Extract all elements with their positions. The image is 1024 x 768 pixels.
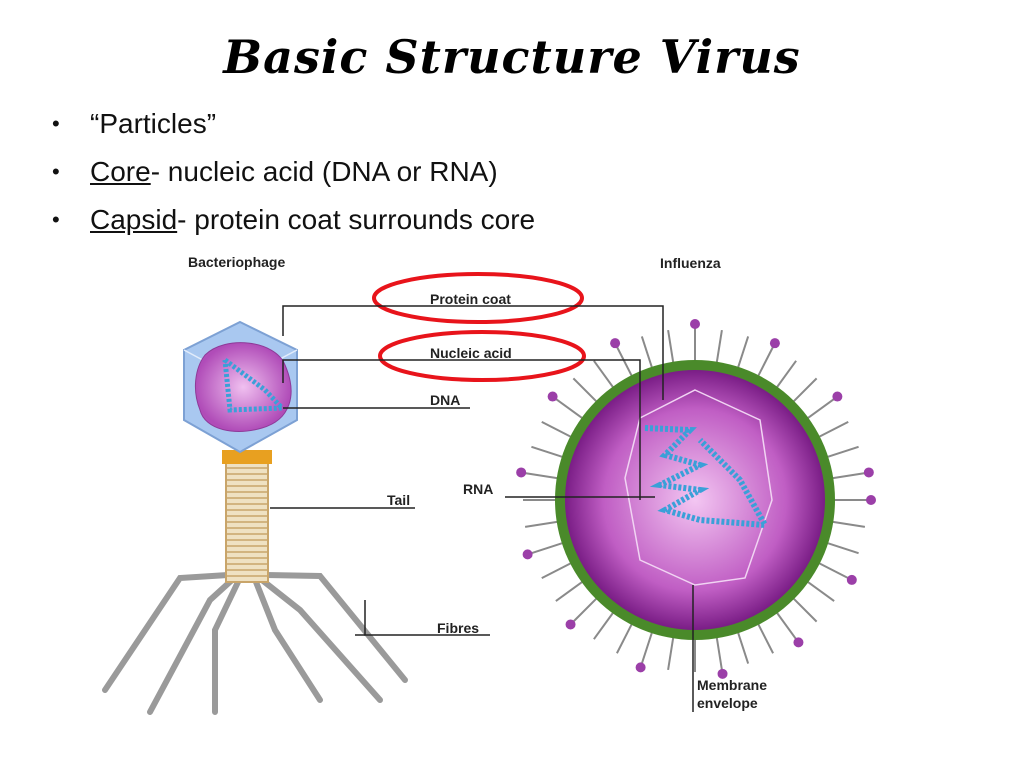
- label-envelope: envelope: [697, 695, 758, 711]
- capsid: [624, 389, 773, 586]
- spike: [831, 520, 866, 528]
- spike: [616, 346, 634, 378]
- spike-head: [769, 338, 780, 349]
- spike: [616, 622, 634, 654]
- label-bacteriophage: Bacteriophage: [188, 254, 285, 270]
- spike: [736, 336, 750, 370]
- spike: [825, 445, 859, 459]
- spike: [640, 336, 654, 370]
- bullet-list: • “Particles” • Core- nucleic acid (DNA or…: [52, 105, 535, 249]
- bullet-term: Core: [90, 156, 151, 187]
- spike-head: [846, 574, 857, 585]
- spike-head: [863, 467, 874, 478]
- spike: [756, 346, 774, 378]
- spike: [593, 360, 615, 389]
- label-influenza: Influenza: [660, 255, 721, 271]
- spike-head: [690, 319, 700, 329]
- spike: [555, 580, 584, 602]
- spike: [736, 630, 750, 664]
- spike: [817, 561, 849, 579]
- spike: [524, 472, 559, 480]
- rna-core: [644, 425, 771, 529]
- spike: [555, 398, 584, 420]
- bullet-text: - protein coat surrounds core: [177, 204, 536, 235]
- spike: [817, 421, 849, 439]
- spike-head: [866, 495, 876, 505]
- spike: [831, 472, 866, 480]
- label-nucleic-acid: Nucleic acid: [430, 345, 512, 361]
- spike-head: [547, 391, 558, 402]
- highlight-protein-coat: [372, 272, 584, 324]
- spike: [791, 596, 818, 623]
- collar: [222, 450, 272, 464]
- slide-title: Basic Structure Virus: [223, 30, 801, 84]
- bullet-item: • “Particles”: [52, 105, 535, 153]
- bacteriophage: [102, 320, 408, 715]
- spike: [541, 561, 573, 579]
- leader-lines: [270, 305, 694, 712]
- spike-head: [610, 338, 621, 349]
- spike-head: [635, 662, 646, 673]
- bullet-icon: •: [52, 207, 60, 232]
- spike: [791, 377, 818, 404]
- label-membrane: Membrane: [697, 677, 767, 693]
- spike-head: [516, 467, 527, 478]
- spike: [806, 398, 835, 420]
- bullet-item: • Core- nucleic acid (DNA or RNA): [52, 153, 535, 201]
- spike: [715, 329, 723, 364]
- spike: [775, 611, 797, 640]
- bullet-item: • Capsid- protein coat surrounds core: [52, 201, 535, 249]
- spike: [524, 520, 559, 528]
- highlight-nucleic-acid: [378, 330, 586, 382]
- spike: [806, 580, 835, 602]
- spike: [531, 541, 565, 555]
- spike: [531, 445, 565, 459]
- spike-head: [793, 637, 804, 648]
- spike: [825, 541, 859, 555]
- spike: [640, 630, 654, 664]
- label-fibres: Fibres: [437, 620, 479, 636]
- bullet-icon: •: [52, 111, 60, 136]
- bullet-text: - nucleic acid (DNA or RNA): [150, 156, 498, 187]
- dna-core: [194, 342, 292, 432]
- label-rna: RNA: [463, 481, 493, 497]
- spike: [775, 360, 797, 389]
- spike-head: [522, 549, 533, 560]
- spike: [572, 596, 599, 623]
- label-dna: DNA: [430, 392, 460, 408]
- spike: [667, 636, 675, 671]
- bullet-icon: •: [52, 159, 60, 184]
- tail-fibres: [102, 572, 408, 715]
- spike: [572, 377, 599, 404]
- spike: [667, 329, 675, 364]
- spike: [715, 636, 723, 671]
- spike-head: [565, 619, 576, 630]
- spike: [593, 611, 615, 640]
- label-tail: Tail: [387, 492, 410, 508]
- bullet-text: “Particles”: [90, 108, 217, 139]
- label-protein-coat: Protein coat: [430, 291, 511, 307]
- spike: [541, 421, 573, 439]
- influenza: [516, 319, 876, 679]
- bullet-term: Capsid: [90, 204, 178, 235]
- spike-head: [832, 391, 843, 402]
- spike-head: [717, 668, 728, 679]
- spike: [756, 622, 774, 654]
